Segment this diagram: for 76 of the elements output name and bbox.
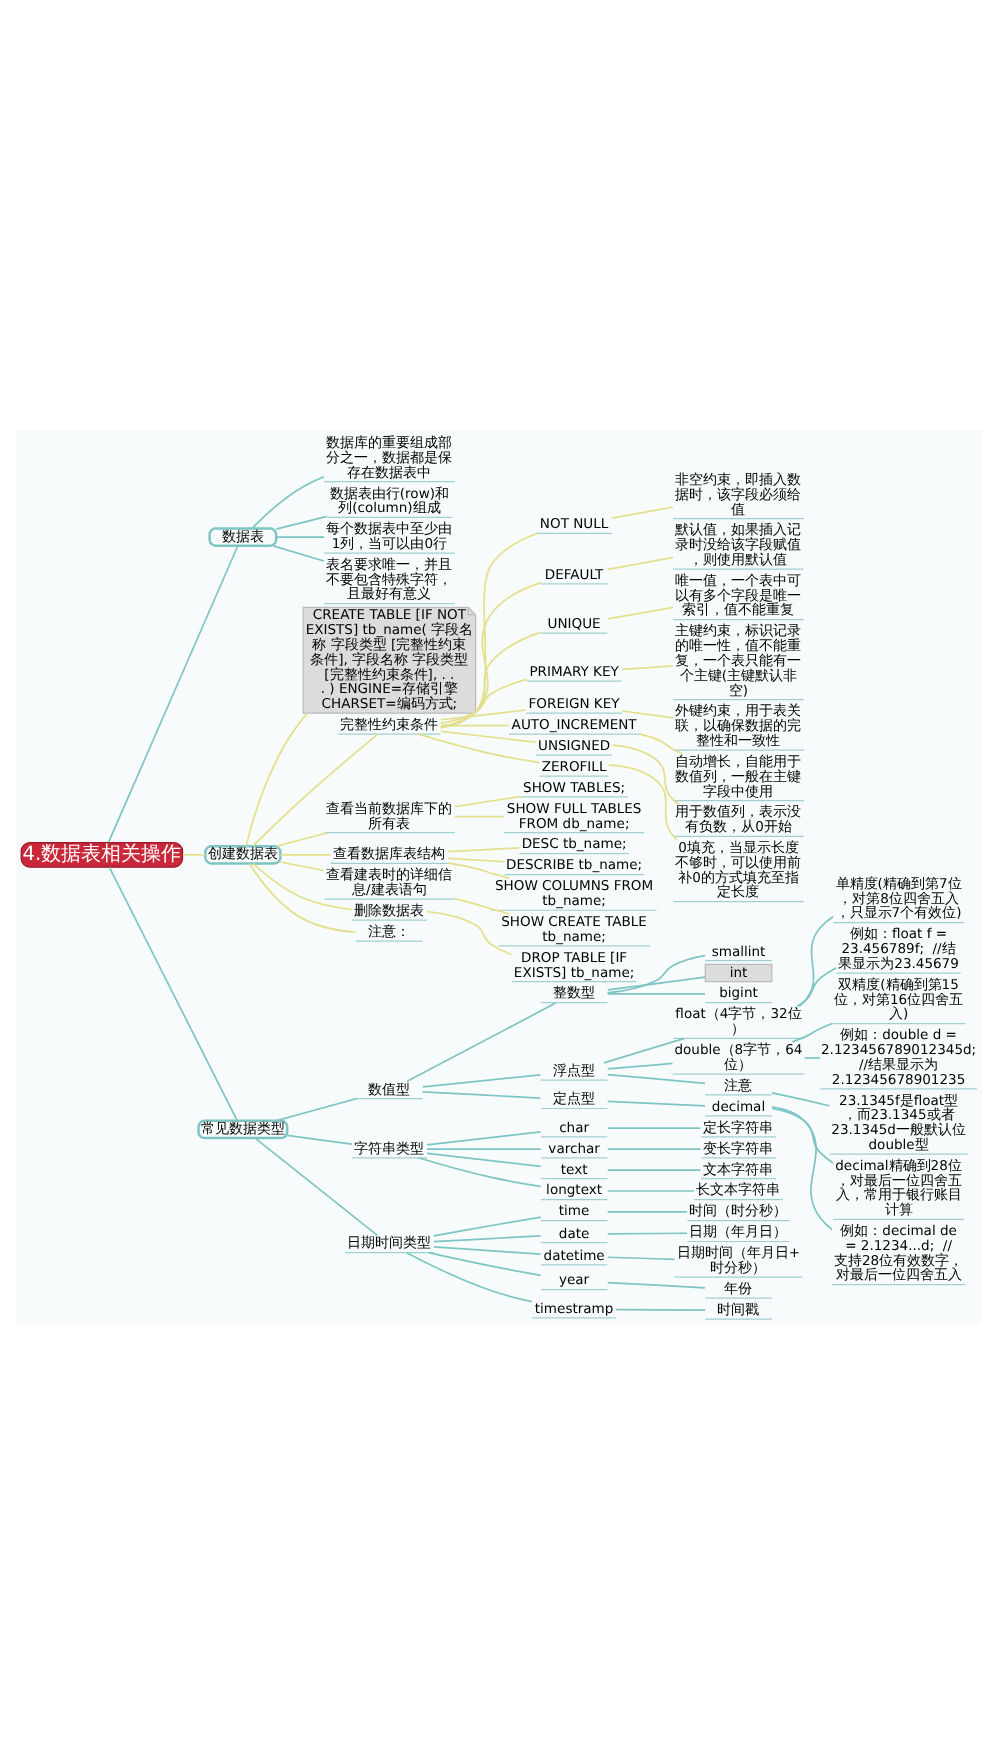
connector: [433, 1216, 542, 1237]
connector: [610, 506, 674, 520]
connector: [275, 536, 325, 538]
connector: [798, 915, 834, 1008]
connector: [439, 532, 539, 729]
connector: [606, 1190, 695, 1192]
connector: [432, 1246, 542, 1255]
connector: [771, 1105, 833, 1231]
connector: [248, 862, 357, 934]
connector: [606, 1211, 688, 1213]
connector: [427, 1251, 542, 1277]
connector: [771, 1092, 831, 1107]
connector: [108, 866, 238, 1122]
connector: [439, 631, 542, 728]
connector: [426, 1148, 542, 1150]
connector: [606, 556, 674, 571]
connector: [606, 1169, 702, 1171]
connector: [286, 1134, 353, 1146]
connector: [426, 1152, 542, 1168]
connector: [638, 732, 684, 755]
connector: [279, 861, 325, 872]
connector: [279, 853, 332, 856]
connector: [421, 1074, 542, 1088]
connector: [606, 954, 707, 994]
connector: [421, 1090, 542, 1099]
connector: [603, 1037, 686, 1064]
connector: [440, 724, 510, 727]
connector: [107, 545, 239, 844]
connector: [621, 710, 674, 719]
connector: [606, 976, 706, 991]
connector: [439, 581, 542, 729]
connector: [274, 1097, 358, 1122]
connector: [606, 1281, 706, 1289]
connector: [611, 744, 680, 806]
connector: [771, 1107, 834, 1164]
connector: [606, 993, 706, 995]
connector: [606, 1232, 688, 1235]
connector: [252, 733, 379, 847]
connector: [275, 831, 329, 848]
connector: [417, 733, 541, 764]
connector: [606, 1148, 702, 1150]
connector: [454, 815, 505, 818]
connector: [245, 712, 309, 847]
connector: [620, 665, 674, 671]
connector: [606, 1073, 706, 1085]
connector: [608, 764, 678, 841]
connector: [454, 795, 521, 808]
connector: [606, 606, 674, 620]
connector: [426, 910, 513, 956]
connector: [453, 897, 511, 915]
connector: [252, 862, 353, 911]
connector: [251, 475, 325, 530]
connector: [796, 967, 838, 1008]
connector: [606, 1127, 702, 1130]
connector: [254, 1137, 379, 1237]
connector: [606, 1062, 674, 1070]
connector: [447, 847, 521, 853]
connector: [439, 678, 528, 725]
connector: [447, 857, 506, 863]
connector: [440, 709, 527, 721]
connector: [275, 515, 328, 530]
node-box: 4.数据表相关操作: [20, 841, 184, 868]
connector: [182, 853, 206, 856]
connector: [432, 1235, 542, 1243]
connector: [440, 730, 537, 744]
connector: [803, 1057, 822, 1059]
connector: [405, 1251, 533, 1303]
connector: [447, 862, 511, 880]
connector: [606, 1256, 676, 1261]
connector: [272, 545, 325, 562]
connector: [615, 1308, 706, 1312]
connector: [606, 1100, 706, 1107]
connector: [791, 1022, 833, 1043]
connector: [426, 1131, 542, 1146]
connector: [417, 1156, 542, 1188]
connector: [406, 1002, 557, 1083]
